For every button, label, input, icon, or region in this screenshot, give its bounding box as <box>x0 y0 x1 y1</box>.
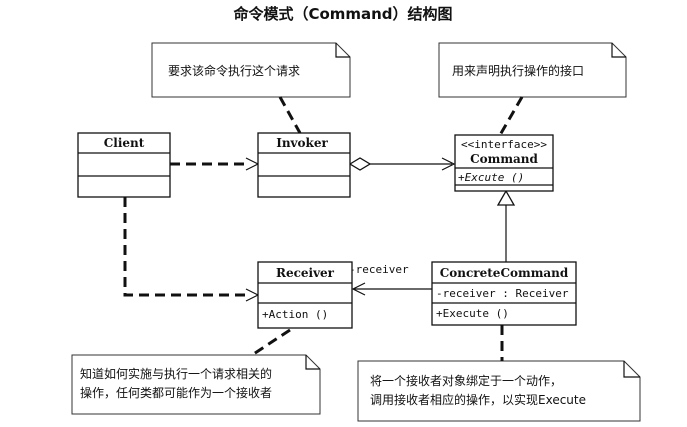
class-receiver-name: Receiver <box>276 266 335 280</box>
class-concrete-command-operation: +Execute () <box>436 307 509 320</box>
class-client-name: Client <box>104 136 145 150</box>
class-command-operation: +Excute () <box>458 171 524 184</box>
note-shape <box>357 360 641 422</box>
class-receiver: Receiver +Action () <box>257 261 353 329</box>
dependency-client-receiver <box>123 197 250 297</box>
note-fold <box>611 43 626 58</box>
note-concrete-line-1: 将一个接收者对象绑定于一个动作， <box>370 373 562 388</box>
class-concrete-command-name: ConcreteCommand <box>440 266 569 280</box>
note-fold <box>305 355 320 370</box>
note-fold <box>623 361 640 378</box>
note-shape <box>71 354 321 415</box>
aggregation-arrowhead <box>441 157 456 171</box>
realization-triangle <box>496 189 516 206</box>
note-invoker-line-1: 要求该命令执行这个请求 <box>168 63 300 78</box>
note-anchor-command <box>498 96 524 136</box>
note-fold <box>335 43 350 58</box>
note-concrete-line-2: 调用接收者相应的操作，以实现Execute <box>370 392 586 407</box>
class-command-stereotype: <<interface>> <box>461 138 547 151</box>
class-command: <<interface>> Command +Excute () <box>454 134 554 192</box>
class-concrete-command-attribute: -receiver : Receiver <box>436 287 569 300</box>
class-box <box>454 134 554 192</box>
aggregation-diamond <box>348 157 372 171</box>
class-invoker-name: Invoker <box>276 136 328 150</box>
note-receiver-line-1: 知道如何实施与执行一个请求相关的 <box>80 366 272 381</box>
class-receiver-operation: +Action () <box>262 308 328 321</box>
dependency-arrowhead <box>245 157 260 171</box>
note-concrete-command: 将一个接收者对象绑定于一个动作， 调用接收者相应的操作，以实现Execute <box>357 360 641 422</box>
association-arrowhead <box>351 282 366 296</box>
class-client: Client <box>77 132 171 198</box>
note-invoker: 要求该命令执行这个请求 <box>151 42 351 98</box>
note-receiver: 知道如何实施与执行一个请求相关的 操作，任何类都可能作为一个接收者 <box>71 354 321 415</box>
note-command-line-1: 用来声明执行操作的接口 <box>452 63 584 78</box>
class-command-name: Command <box>470 152 538 166</box>
note-receiver-line-2: 操作，任何类都可能作为一个接收者 <box>80 385 272 400</box>
note-shape <box>151 42 351 98</box>
class-box <box>257 261 353 329</box>
diagram-title: 命令模式（Command）结构图 <box>232 5 452 23</box>
class-invoker: Invoker <box>257 132 351 198</box>
note-anchor-invoker <box>278 96 302 134</box>
note-anchor-receiver <box>251 328 291 357</box>
dependency-arrowhead <box>245 288 260 302</box>
association-role-label: -receiver <box>349 263 409 276</box>
class-box <box>431 261 577 326</box>
class-box <box>77 132 171 198</box>
class-box <box>257 132 351 198</box>
note-command: 用来声明执行操作的接口 <box>438 42 627 98</box>
note-shape <box>438 42 627 98</box>
class-concrete-command: ConcreteCommand -receiver : Receiver +Ex… <box>431 261 577 326</box>
